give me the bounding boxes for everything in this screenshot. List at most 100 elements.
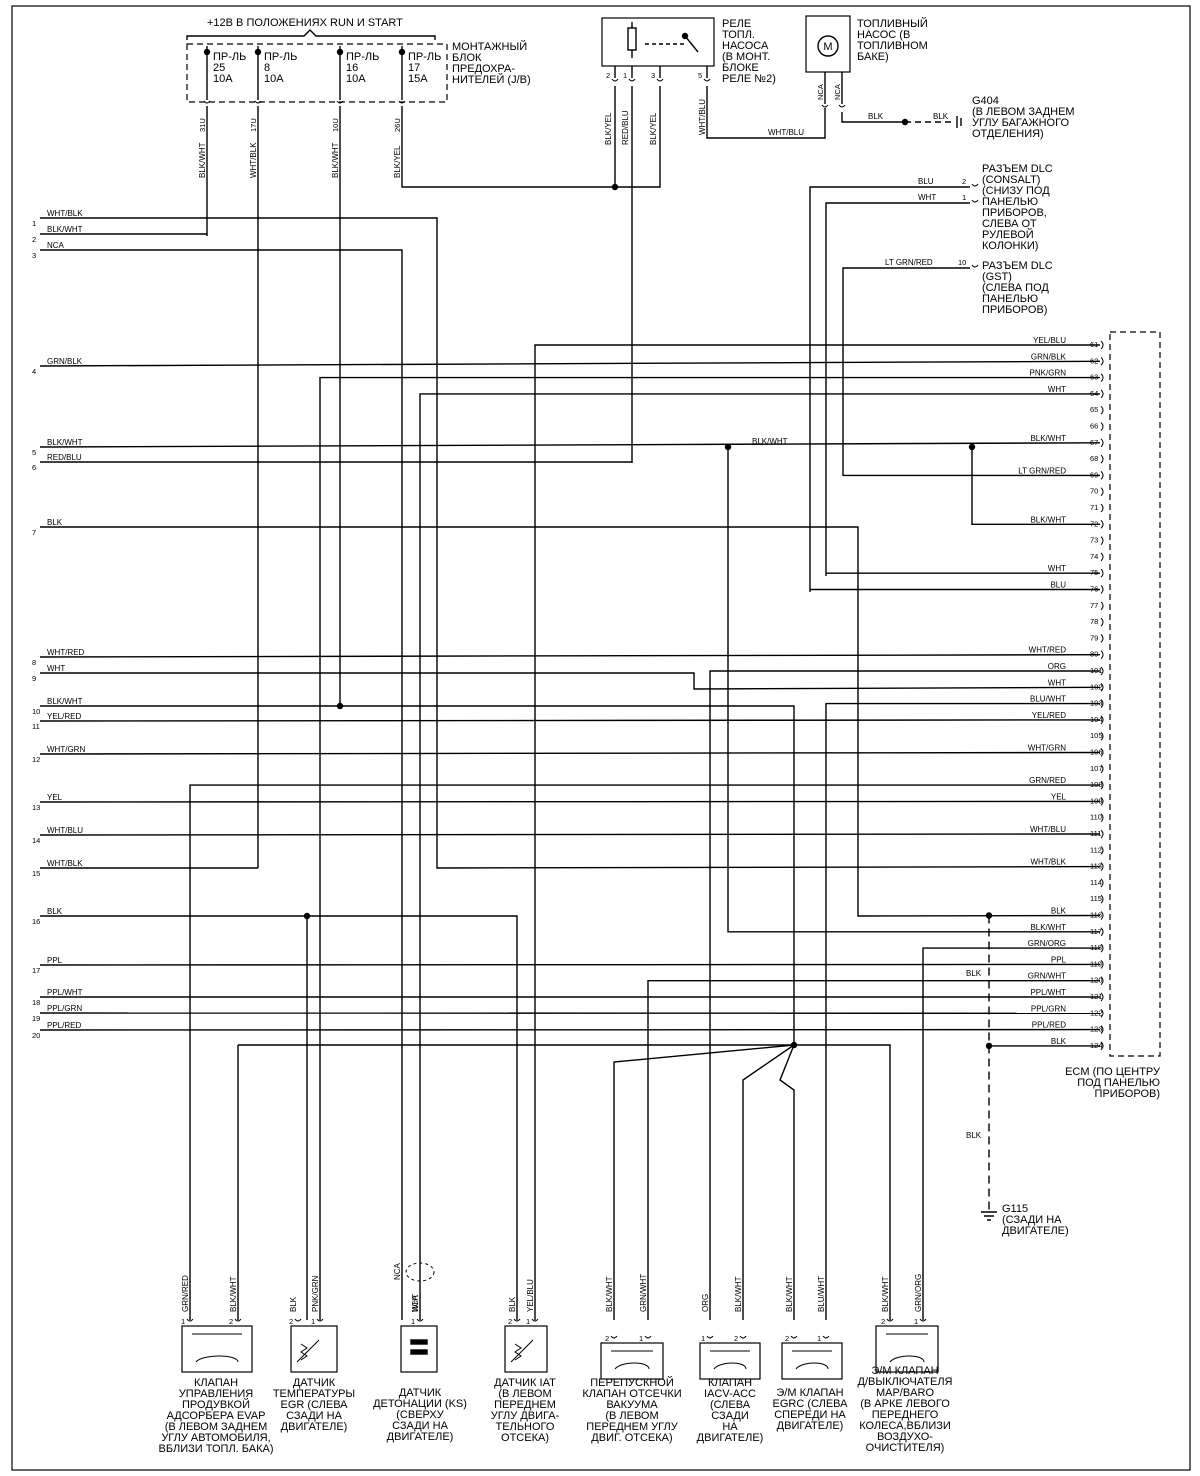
- wire-16: [40, 915, 518, 1320]
- component-connector: [316, 1318, 324, 1322]
- solenoid-symbol: [192, 1333, 242, 1363]
- splice-fuse16: [336, 702, 344, 710]
- ecm-pin-connector: [1100, 960, 1104, 969]
- wire-3: [40, 249, 403, 1320]
- ecm-pin-number: 105: [1090, 731, 1103, 740]
- component-label: ДВИГАТЕЛЕ): [777, 1420, 844, 1432]
- left-wire-number: 16: [32, 917, 40, 926]
- g404-label: (В ЛЕВОМ ЗАДНЕМ: [972, 106, 1075, 118]
- ecm-pin-number: 78: [1090, 617, 1098, 626]
- component-wire-color: BLK/WHT: [785, 1276, 794, 1312]
- wire-color-label: LT GRN/RED: [885, 258, 933, 267]
- ecm-pin-connector: [1100, 519, 1104, 529]
- dlc-gst-label: ПРИБОРОВ): [982, 304, 1047, 316]
- fuse-top-dot: [203, 48, 211, 56]
- left-wire-number: 17: [32, 966, 40, 975]
- component-connector: [886, 1318, 894, 1322]
- ecm-pin-color: WHT/RED: [1029, 646, 1067, 655]
- wire-8: [39, 654, 1101, 658]
- dlc-gst-label: (СЛЕВА ПОД: [982, 282, 1049, 294]
- ecm-pin-color: YEL/RED: [1032, 711, 1066, 720]
- component-connector: [234, 1318, 242, 1322]
- relay-contact-dot: [681, 32, 689, 40]
- ecm-pin-color: PPL/RED: [1032, 1021, 1066, 1030]
- wire-ecm117: [727, 447, 1100, 933]
- component-wire-color: GRN/RED: [181, 1275, 190, 1312]
- component-connector: [706, 1335, 714, 1339]
- ecm-pin-connector: [1100, 487, 1104, 497]
- g404-label: G404: [972, 95, 999, 107]
- ecm-pin-number: 111: [1090, 829, 1101, 838]
- component-label: ДАТЧИК: [399, 1387, 442, 1399]
- dlc-consult-label: ПАНЕЛЬЮ: [982, 196, 1038, 208]
- component-pin-number: 2: [508, 1317, 512, 1326]
- ecm-pin-connector: [1100, 682, 1104, 692]
- component-label: УГЛУ АВТОМОБИЛЯ,: [161, 1432, 270, 1444]
- component-label: СЗАДИ: [711, 1410, 749, 1422]
- left-wire-number: 18: [32, 998, 40, 1007]
- component-label: (СЛЕВА: [710, 1399, 751, 1411]
- ecm-pin-number: 70: [1090, 487, 1098, 496]
- component-body: [699, 1342, 761, 1380]
- component-label: ВАКУУМА: [606, 1399, 658, 1411]
- wire-color-label: BLK: [868, 112, 884, 121]
- wire-ecm108: [189, 784, 1100, 1320]
- power-caption: +12В В ПОЛОЖЕНИЯХ RUN И START: [207, 17, 403, 29]
- wire-ecm64: [419, 393, 1100, 1320]
- wire-9: [40, 672, 1101, 690]
- wire-color-label: BLK: [966, 969, 982, 978]
- left-wire-color: WHT: [47, 664, 65, 673]
- component-label: СЗАДИ НА: [286, 1410, 343, 1422]
- component-pin-number: 1: [181, 1317, 185, 1326]
- wire-color-label: BLU: [918, 177, 934, 186]
- component-pin-number: 1: [411, 1317, 415, 1326]
- wire-color-label: BLK/YEL: [649, 112, 658, 145]
- ecm-pin-number: 79: [1090, 633, 1098, 642]
- component-wire-color: BLK/WHT: [605, 1276, 614, 1312]
- ground-symbol-g115: [981, 1211, 997, 1221]
- ecm-pin-number: 80: [1090, 650, 1098, 659]
- ecm-pin-connector: [1100, 471, 1104, 480]
- left-wire-number: 19: [32, 1014, 40, 1023]
- ecm-pin-connector: [1100, 422, 1104, 431]
- left-wire-color: PPL: [47, 956, 63, 965]
- ecm-pin-connector: [1100, 797, 1104, 806]
- fuse-connector: [203, 100, 211, 104]
- fuse-block-label: БЛОК: [452, 52, 482, 64]
- component-label: ТЕЛЬНОГО: [496, 1421, 555, 1433]
- pump-pin-label: NCA: [833, 84, 842, 100]
- dlc-pin: 1: [962, 193, 966, 202]
- wire-fan-4: [794, 1044, 891, 1320]
- component-pin-number: 2: [605, 1334, 609, 1343]
- fuse-name: ПР-ЛЬ: [213, 51, 246, 63]
- fuse-connector-id: 26U: [393, 118, 402, 132]
- ecm-pin-number: 64: [1090, 389, 1098, 398]
- left-wire-color: RED/BLU: [47, 453, 82, 462]
- left-wire-color: BLK/WHT: [47, 438, 83, 447]
- component-pin-number: 2: [734, 1334, 738, 1343]
- left-wire-color: WHT/BLK: [47, 859, 83, 868]
- component-connector: [416, 1318, 424, 1322]
- wire-color-label: WHT/BLK: [249, 142, 258, 178]
- ecm-pin-number: 75: [1090, 568, 1098, 577]
- wire-color-label: BLK/WHT: [752, 437, 788, 446]
- component-body: [400, 1325, 438, 1373]
- component-connector: [513, 1318, 521, 1322]
- fuse-connector-id: 31U: [198, 118, 207, 132]
- wire-12: [39, 751, 1101, 755]
- ecm-pin-number: 118: [1090, 943, 1102, 952]
- component-wire-color: BLU/WHT: [817, 1276, 826, 1312]
- component-label: ТЕМПЕРАТУРЫ: [273, 1388, 355, 1400]
- component-pin-number: 2: [785, 1334, 789, 1343]
- relay-pin-number: 3: [651, 71, 655, 80]
- ecm-pin-color: WHT/GRN: [1028, 744, 1066, 753]
- component-connector: [644, 1335, 652, 1339]
- wire-relay3: [615, 86, 661, 188]
- fuse-number: 8: [264, 62, 270, 74]
- ecm-pin-connector: [1100, 748, 1104, 757]
- fuel-pump-label: ТОПЛИВНЫЙ: [857, 17, 928, 30]
- fuel-pump-motor: [817, 35, 839, 57]
- fuel-pump-box: [805, 15, 851, 73]
- power-brace: [186, 29, 436, 40]
- ecm-pin-connector: [1100, 862, 1104, 871]
